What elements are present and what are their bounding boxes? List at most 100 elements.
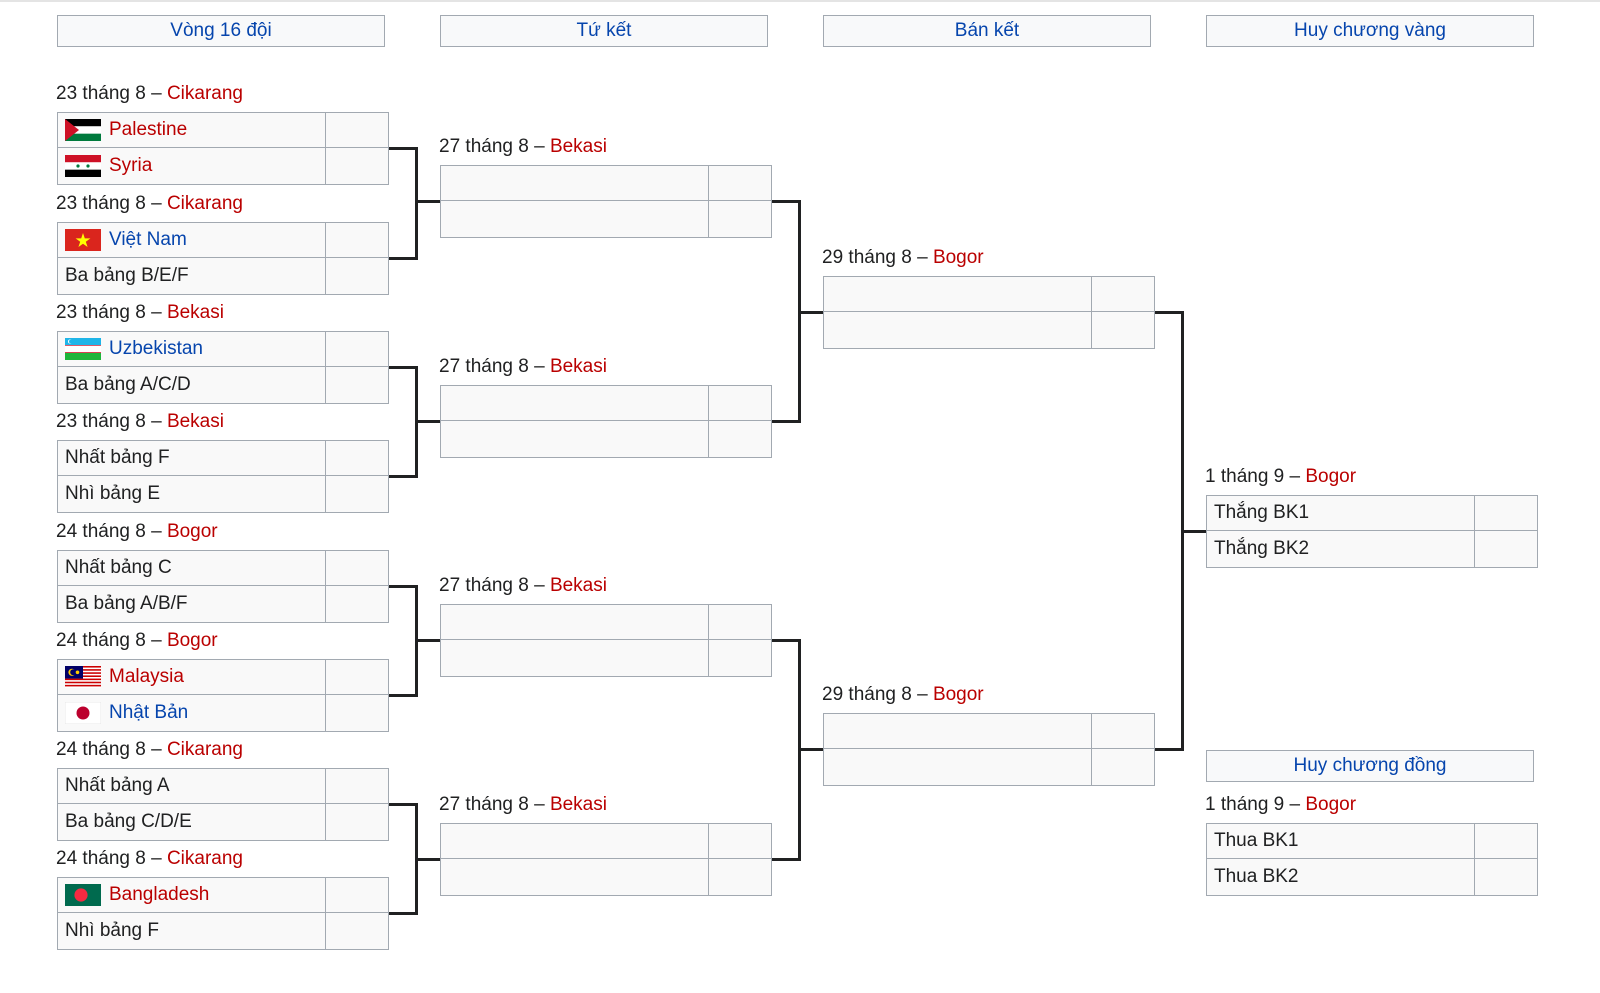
match-venue-link[interactable]: Bekasi <box>549 575 607 596</box>
match-venue-link[interactable]: Bekasi <box>549 794 607 815</box>
score-cell <box>326 113 388 147</box>
team-name[interactable]: Syria <box>109 155 153 176</box>
match-venue-link[interactable]: Cikarang <box>166 848 243 869</box>
match-venue-link[interactable]: Bekasi <box>166 411 224 432</box>
team-cell <box>441 166 709 200</box>
match-label: 27 tháng 8 – Bekasi <box>439 575 607 597</box>
score-cell <box>1092 277 1154 311</box>
round-header-qf[interactable]: Tứ kết <box>440 15 768 47</box>
match-date: 24 tháng 8 <box>56 739 146 760</box>
match-qf <box>440 385 772 458</box>
team-name[interactable]: Malaysia <box>109 666 184 687</box>
bracket-connector-line <box>798 311 823 314</box>
team-name[interactable]: Palestine <box>109 119 188 140</box>
team-name[interactable]: Nhật Bản <box>109 702 189 723</box>
score-cell <box>709 605 771 639</box>
score-cell <box>326 695 388 731</box>
team-name[interactable]: Bangladesh <box>109 884 210 905</box>
team-name[interactable]: Uzbekistan <box>109 338 203 359</box>
match-date: 29 tháng 8 <box>822 247 912 268</box>
team-cell: Nhất bảng C <box>58 551 326 585</box>
team-cell <box>441 421 709 457</box>
team-name: Thua BK2 <box>1214 866 1299 887</box>
team-name: Ba bảng A/C/D <box>65 374 191 395</box>
round-header-gold[interactable]: Huy chương vàng <box>1206 15 1534 47</box>
round-header-label[interactable]: Huy chương đồng <box>1293 755 1447 776</box>
match-venue-link[interactable]: Bekasi <box>549 136 607 157</box>
bracket-connector-line <box>772 639 801 642</box>
round-header-label[interactable]: Vòng 16 đội <box>170 20 272 41</box>
match-label: 24 tháng 8 – Cikarang <box>56 739 243 761</box>
round-header-bronze[interactable]: Huy chương đồng <box>1206 750 1534 782</box>
team-cell: Nhì bảng E <box>58 476 326 512</box>
team-row <box>440 823 772 859</box>
round-header-r16[interactable]: Vòng 16 đội <box>57 15 385 47</box>
team-cell <box>824 714 1092 748</box>
team-cell: Malaysia <box>58 660 326 694</box>
match-venue-link[interactable]: Bogor <box>166 630 218 651</box>
team-row: Nhất bảng C <box>57 550 389 586</box>
date-separator: – <box>145 521 167 542</box>
score-cell <box>326 148 388 184</box>
team-cell <box>441 824 709 858</box>
match-date: 24 tháng 8 <box>56 848 146 869</box>
score-cell <box>1475 859 1537 895</box>
bracket-connector-line <box>389 475 418 478</box>
date-separator: – <box>911 684 933 705</box>
score-cell <box>709 421 771 457</box>
round-header-sf[interactable]: Bán kết <box>823 15 1151 47</box>
match-label: 1 tháng 9 – Bogor <box>1205 794 1356 816</box>
team-row: Thua BK2 <box>1206 859 1538 896</box>
team-row <box>440 201 772 238</box>
team-name[interactable]: Việt Nam <box>109 229 187 250</box>
match-qf <box>440 165 772 238</box>
match-venue-link[interactable]: Cikarang <box>166 193 243 214</box>
match-label: 23 tháng 8 – Cikarang <box>56 83 243 105</box>
date-separator: – <box>528 794 550 815</box>
round-header-label[interactable]: Tứ kết <box>576 20 632 41</box>
team-cell: Uzbekistan <box>58 332 326 366</box>
match-label: 29 tháng 8 – Bogor <box>822 684 984 706</box>
team-name: Thắng BK1 <box>1214 502 1310 523</box>
match-label: 29 tháng 8 – Bogor <box>822 247 984 269</box>
date-separator: – <box>528 575 550 596</box>
score-cell <box>326 476 388 512</box>
match-venue-link[interactable]: Bogor <box>1305 466 1357 487</box>
score-cell <box>1475 531 1537 567</box>
team-cell: Thua BK2 <box>1207 859 1475 895</box>
score-cell <box>709 201 771 237</box>
round-header-label[interactable]: Bán kết <box>954 20 1020 41</box>
match-venue-link[interactable]: Bogor <box>932 247 984 268</box>
match-venue-link[interactable]: Cikarang <box>166 739 243 760</box>
match-venue-link[interactable]: Bogor <box>1305 794 1357 815</box>
team-cell: Ba bảng B/E/F <box>58 258 326 294</box>
match-venue-link[interactable]: Bogor <box>166 521 218 542</box>
team-row: Thua BK1 <box>1206 823 1538 859</box>
team-row <box>440 165 772 201</box>
date-separator: – <box>145 302 167 323</box>
match-venue-link[interactable]: Cikarang <box>166 83 243 104</box>
match-date: 27 tháng 8 <box>439 356 529 377</box>
score-cell <box>1475 496 1537 530</box>
match-venue-link[interactable]: Bogor <box>932 684 984 705</box>
team-cell: Syria <box>58 148 326 184</box>
round-header-label[interactable]: Huy chương vàng <box>1294 20 1446 41</box>
team-name: Ba bảng B/E/F <box>65 265 189 286</box>
match-label: 1 tháng 9 – Bogor <box>1205 466 1356 488</box>
match-venue-link[interactable]: Bekasi <box>166 302 224 323</box>
score-cell <box>326 367 388 403</box>
team-name: Thắng BK2 <box>1214 538 1310 559</box>
match-label: 24 tháng 8 – Bogor <box>56 521 218 543</box>
team-name: Nhất bảng F <box>65 447 170 468</box>
vietnam-flag-icon <box>65 229 109 251</box>
team-name: Nhất bảng C <box>65 557 172 578</box>
team-row <box>440 859 772 896</box>
match-venue-link[interactable]: Bekasi <box>549 356 607 377</box>
score-cell <box>1092 714 1154 748</box>
bracket-connector-line <box>415 420 440 423</box>
bracket-connector-line <box>389 694 418 697</box>
match-date: 23 tháng 8 <box>56 193 146 214</box>
